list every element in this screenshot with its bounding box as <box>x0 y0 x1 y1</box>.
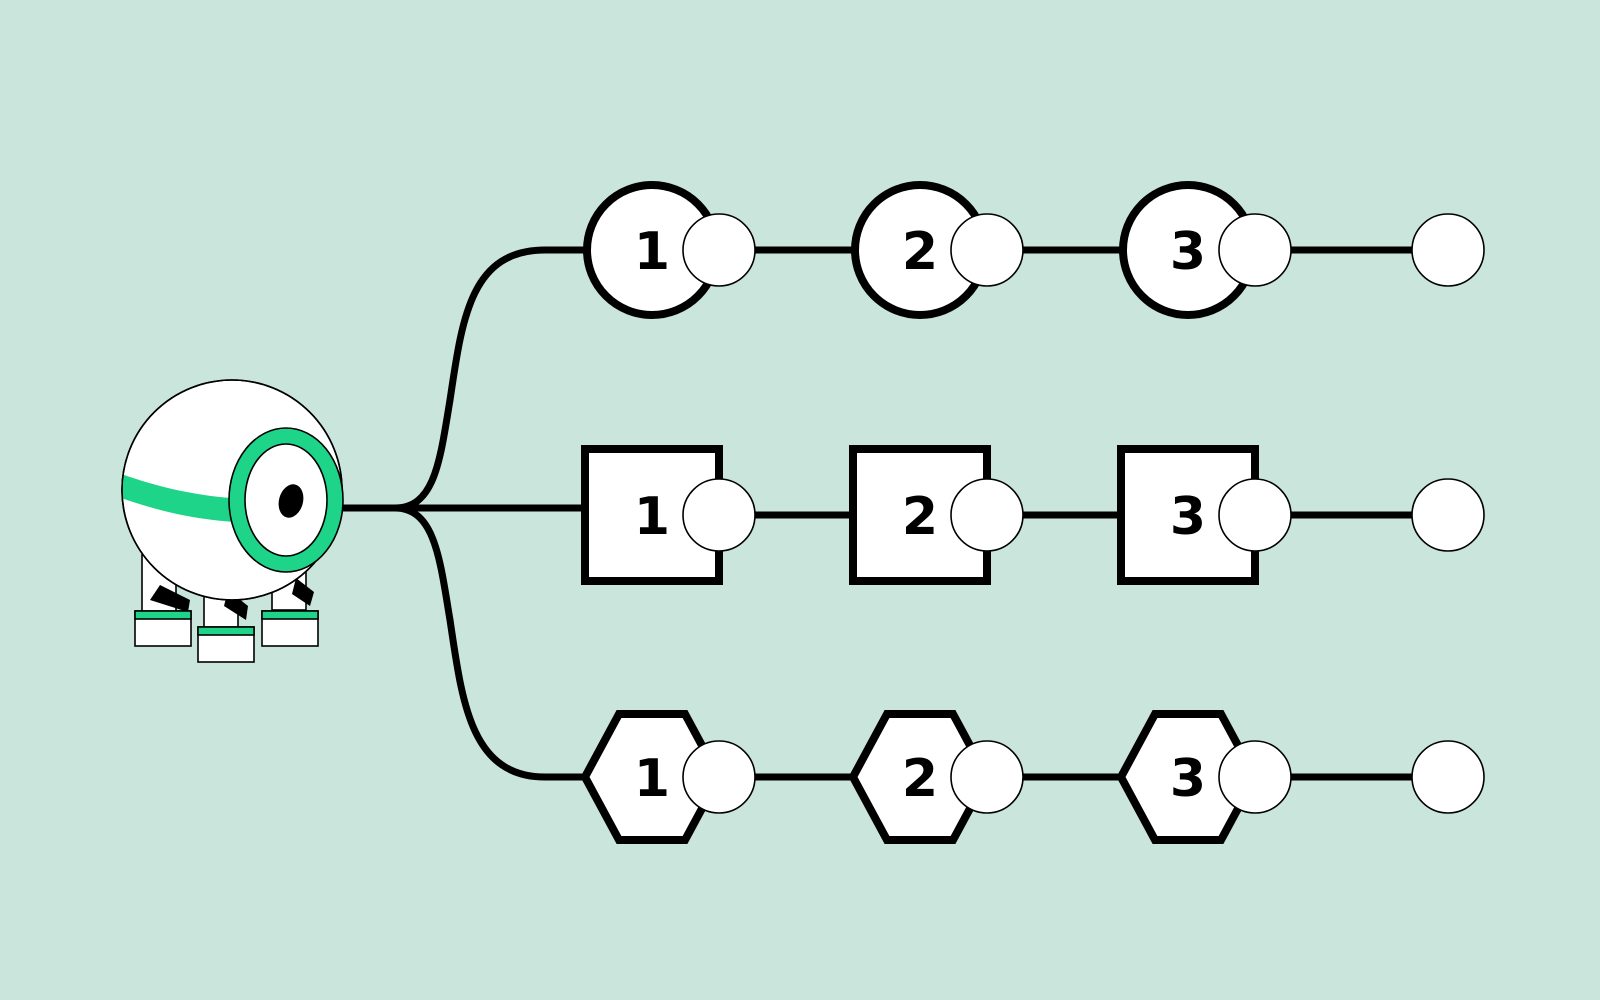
node-label: 1 <box>634 222 670 282</box>
node-row-circle: 1 2 3 <box>583 181 1485 319</box>
output-port[interactable] <box>950 478 1024 552</box>
branch-wires <box>326 246 594 781</box>
end-node[interactable] <box>1411 213 1485 287</box>
node-square-3[interactable]: 3 <box>1117 445 1292 585</box>
output-port[interactable] <box>1218 740 1292 814</box>
output-port[interactable] <box>950 213 1024 287</box>
node-rows: 1 2 3 1 2 3 1 2 3 <box>580 181 1485 844</box>
node-hexagon-1[interactable]: 1 <box>580 710 756 844</box>
node-circle-1[interactable]: 1 <box>583 181 756 319</box>
node-label: 3 <box>1170 749 1206 809</box>
robot-icon <box>121 379 344 663</box>
node-label: 3 <box>1170 222 1206 282</box>
node-row-hexagon: 1 2 3 <box>580 710 1485 844</box>
output-port[interactable] <box>682 213 756 287</box>
node-row-square: 1 2 3 <box>581 445 1485 585</box>
branch-wire-top <box>326 246 594 512</box>
output-port[interactable] <box>1218 478 1292 552</box>
node-hexagon-3[interactable]: 3 <box>1116 710 1292 844</box>
node-label: 3 <box>1170 487 1206 547</box>
output-port[interactable] <box>682 478 756 552</box>
robot-pupil <box>278 484 304 518</box>
node-circle-3[interactable]: 3 <box>1119 181 1292 319</box>
node-label: 1 <box>634 749 670 809</box>
node-label: 1 <box>634 487 670 547</box>
output-port[interactable] <box>1218 213 1292 287</box>
robot-foot-accent <box>134 610 192 620</box>
end-node[interactable] <box>1411 740 1485 814</box>
output-port[interactable] <box>682 740 756 814</box>
branch-wire-bottom <box>326 504 594 781</box>
node-square-2[interactable]: 2 <box>849 445 1024 585</box>
node-square-1[interactable]: 1 <box>581 445 756 585</box>
node-circle-2[interactable]: 2 <box>851 181 1024 319</box>
node-label: 2 <box>902 749 938 809</box>
output-port[interactable] <box>950 740 1024 814</box>
node-label: 2 <box>902 487 938 547</box>
node-hexagon-2[interactable]: 2 <box>848 710 1024 844</box>
end-node[interactable] <box>1411 478 1485 552</box>
node-label: 2 <box>902 222 938 282</box>
